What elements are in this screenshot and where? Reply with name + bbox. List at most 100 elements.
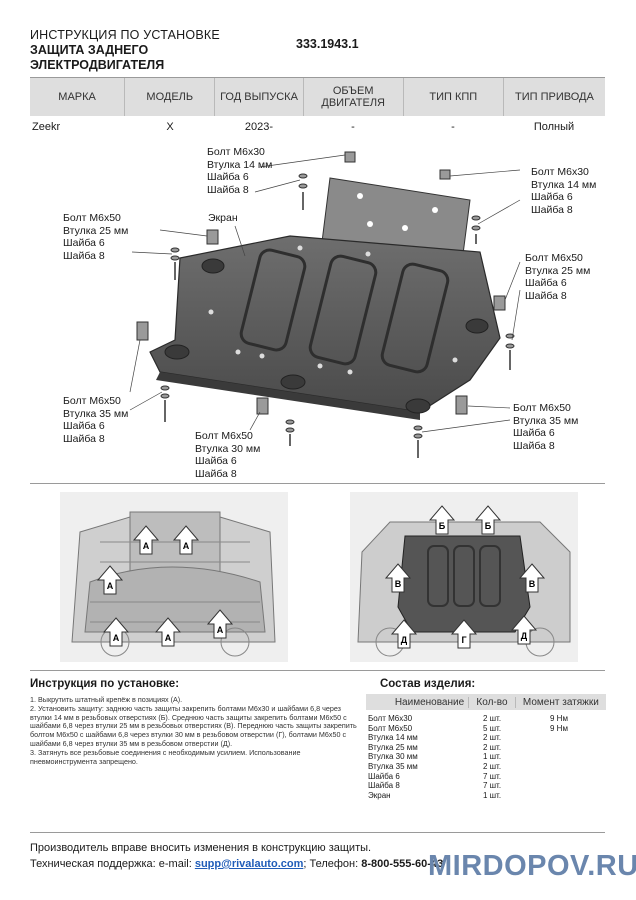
callout-washer-6: Шайба 6 xyxy=(513,427,555,439)
kit-item-name: Шайба 8 xyxy=(368,781,400,791)
kit-item-qty: 2 шт. xyxy=(482,761,502,771)
callout-bolt: Болт М6х30 xyxy=(207,146,265,158)
kit-item-torque xyxy=(515,752,606,762)
marker-v-2: В xyxy=(518,563,546,593)
marker-d-1: Д xyxy=(390,619,418,649)
title-line-3: ЭЛЕКТРОДВИГАТЕЛЯ xyxy=(30,58,165,72)
kit-item-name: Втулка 30 мм xyxy=(368,752,418,762)
spec-cell-year: 2023- xyxy=(244,121,274,133)
spec-table-header: МАРКА МОДЕЛЬ ГОД ВЫПУСКА ОБЪЕМ ДВИГАТЕЛЯ… xyxy=(30,77,605,116)
kit-item-name: Болт М6х30 xyxy=(368,714,413,723)
section-divider-3 xyxy=(30,832,605,833)
marker-a-5: А xyxy=(154,617,182,647)
callout-bottom-center: Болт М6х50 Втулка 30 мм Шайба 6 Шайба 8 xyxy=(195,430,260,480)
svg-text:А: А xyxy=(143,541,150,551)
kit-row: Болт М6х30 2 шт. 9 Нм xyxy=(366,714,606,724)
callout-bolt: Болт М6х30 xyxy=(531,166,589,178)
callout-washer-8: Шайба 8 xyxy=(195,467,237,480)
kit-row: Втулка 30 мм 1 шт. xyxy=(366,752,606,762)
spec-header-year: ГОД ВЫПУСКА xyxy=(214,78,302,116)
kit-item-torque xyxy=(515,762,606,772)
kit-item-qty: 2 шт. xyxy=(482,733,502,743)
spec-header-model: МОДЕЛЬ xyxy=(124,78,214,116)
svg-text:Д: Д xyxy=(521,631,528,641)
assembly-drawing xyxy=(129,151,521,458)
kit-item-torque xyxy=(515,733,606,743)
kit-item-name: Экран xyxy=(368,790,391,800)
kit-row: Втулка 14 мм 2 шт. xyxy=(366,733,606,743)
support-phone: 8-800-555-60-43 xyxy=(361,858,444,870)
kit-item-name: Втулка 14 мм xyxy=(368,733,418,743)
screen-label: Экран xyxy=(208,212,238,224)
kit-item-qty: 1 шт. xyxy=(482,790,502,800)
marker-a-3: А xyxy=(96,565,124,595)
kit-item-qty: 2 шт. xyxy=(482,714,502,723)
svg-text:Д: Д xyxy=(401,635,408,645)
svg-text:Г: Г xyxy=(461,635,466,645)
kit-row: Втулка 35 мм 2 шт. xyxy=(366,762,606,772)
support-contacts: Техническая поддержка: e-mail: supp@riva… xyxy=(30,858,443,870)
instruction-step-1: 1. Выкрутить штатный крепёж в позициях (… xyxy=(30,695,183,704)
watermark: MIRDOPOV.RU xyxy=(428,850,636,882)
spec-cell-engine: - xyxy=(351,121,355,133)
marker-v-1: В xyxy=(384,563,412,593)
callout-washer-6: Шайба 6 xyxy=(63,420,105,432)
document-title: ИНСТРУКЦИЯ ПО УСТАНОВКЕ ЗАЩИТА ЗАДНЕГО Э… xyxy=(30,28,270,73)
kit-row: Экран 1 шт. xyxy=(366,791,606,801)
phone-label: ; Телефон: xyxy=(303,858,362,870)
kit-title: Состав изделия: xyxy=(380,678,476,690)
callout-bolt: Болт М6х50 xyxy=(195,430,253,442)
callout-top-left: Болт М6х30 Втулка 14 мм Шайба 6 Шайба 8 xyxy=(207,146,272,196)
photo-before-install: А А А А А А xyxy=(60,492,288,662)
spec-header-gearbox: ТИП КПП xyxy=(402,78,503,116)
kit-header-torque: Момент затяжки xyxy=(514,696,606,708)
manufacturer-notice: Производитель вправе вносить изменения в… xyxy=(30,842,372,854)
kit-item-qty: 1 шт. xyxy=(482,752,502,762)
callout-washer-8: Шайба 8 xyxy=(531,203,573,216)
kit-item-torque xyxy=(515,791,606,801)
instructions-title: Инструкция по установке: xyxy=(30,678,180,690)
underbody-photo-stock: А А А А А А xyxy=(60,492,288,662)
callout-top-right: Болт М6х30 Втулка 14 мм Шайба 6 Шайба 8 xyxy=(531,166,596,216)
spec-cell-model: X xyxy=(166,121,174,133)
callout-bushing: Втулка 14 мм xyxy=(207,158,273,171)
callout-washer-6: Шайба 6 xyxy=(63,237,105,249)
support-email-link[interactable]: supp@rivalauto.com xyxy=(194,858,304,870)
svg-text:А: А xyxy=(107,581,114,591)
callout-bushing: Втулка 35 мм xyxy=(63,407,129,420)
callout-bottom-right: Болт М6х50 Втулка 35 мм Шайба 6 Шайба 8 xyxy=(513,402,578,452)
photo-after-install: Б Б В В Д Г Д xyxy=(350,492,578,662)
callout-right: Болт М6х50 Втулка 25 мм Шайба 6 Шайба 8 xyxy=(525,252,590,302)
callout-washer-8: Шайба 8 xyxy=(63,249,105,262)
callout-bolt: Болт М6х50 xyxy=(63,212,121,224)
vehicle-spec-table: МАРКА МОДЕЛЬ ГОД ВЫПУСКА ОБЪЕМ ДВИГАТЕЛЯ… xyxy=(30,77,605,138)
callout-washer-6: Шайба 6 xyxy=(195,455,237,467)
underbody-photo-installed: Б Б В В Д Г Д xyxy=(350,492,578,662)
instruction-step-3: 3. Затянуть все резьбовые соединения с н… xyxy=(30,747,301,766)
kit-item-qty: 2 шт. xyxy=(482,742,502,752)
kit-row: Шайба 8 7 шт. xyxy=(366,781,606,791)
kit-item-torque xyxy=(515,781,606,791)
spec-table-row: Zeekr X 2023- - - Полный xyxy=(30,116,605,138)
kit-item-name: Шайба 6 xyxy=(368,771,400,781)
section-divider xyxy=(30,483,605,484)
callout-washer-6: Шайба 6 xyxy=(525,277,567,289)
callout-washer-8: Шайба 8 xyxy=(207,183,249,196)
exploded-assembly-diagram: Болт М6х30 Втулка 14 мм Шайба 6 Шайба 8 … xyxy=(0,140,636,480)
kit-item-name: Втулка 35 мм xyxy=(368,761,418,771)
svg-text:В: В xyxy=(529,579,536,589)
kit-item-torque: 9 Нм xyxy=(550,714,568,723)
title-line-1: ИНСТРУКЦИЯ ПО УСТАНОВКЕ xyxy=(30,28,220,42)
marker-a-4: А xyxy=(102,617,130,647)
callout-bottom-left: Болт М6х50 Втулка 35 мм Шайба 6 Шайба 8 xyxy=(63,395,128,445)
kit-row: Болт М6х50 5 шт. 9 Нм xyxy=(366,724,606,734)
marker-b-1: Б xyxy=(428,505,456,535)
kit-item-qty: 5 шт. xyxy=(482,723,502,733)
kit-header-qty: Кол-во xyxy=(468,696,515,708)
marker-g: Г xyxy=(450,619,478,649)
callout-washer-8: Шайба 8 xyxy=(63,432,105,445)
callout-washer-8: Шайба 8 xyxy=(525,289,567,302)
instruction-step-2: 2. Установить защиту: заднюю часть защит… xyxy=(30,703,357,748)
kit-item-qty: 7 шт. xyxy=(482,781,502,791)
callout-bushing: Втулка 30 мм xyxy=(195,442,261,455)
